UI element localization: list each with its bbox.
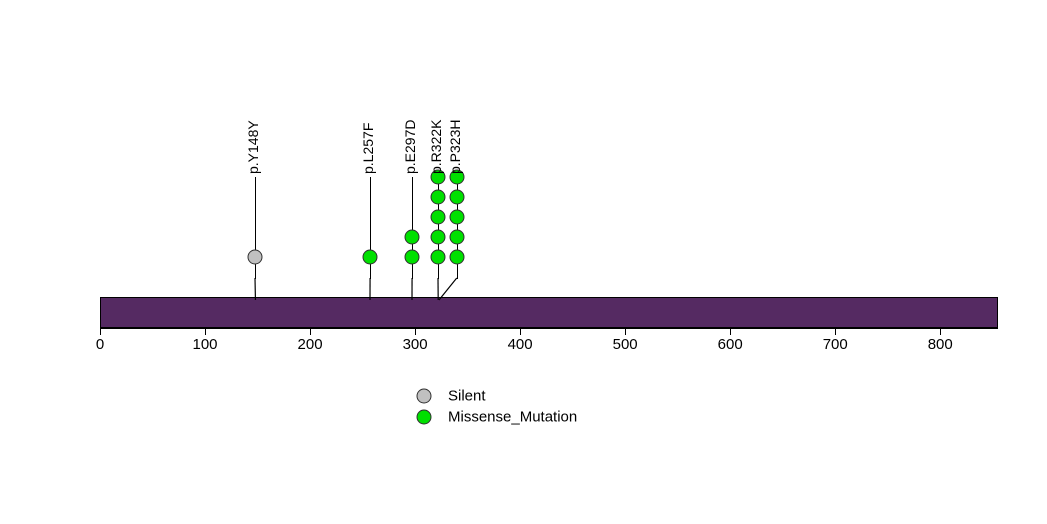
axis-tick	[625, 328, 627, 335]
axis-tick	[730, 328, 732, 335]
mutation-dot[interactable]	[404, 229, 420, 245]
axis-tick	[415, 328, 417, 335]
x-axis-line	[100, 328, 998, 329]
mutation-dot[interactable]	[430, 229, 446, 245]
axis-tick-label: 300	[402, 336, 428, 353]
axis-tick-label: 200	[297, 336, 323, 353]
legend-label: Missense_Mutation	[448, 408, 578, 426]
axis-tick-label: 600	[717, 336, 743, 353]
lollipop-stem	[438, 177, 439, 279]
lollipop-connector	[438, 277, 458, 301]
mutation-dot[interactable]	[430, 189, 446, 205]
lollipop-stem	[457, 177, 458, 279]
axis-tick-label: 800	[927, 336, 953, 353]
lollipop-connector	[254, 277, 257, 301]
mutation-dot[interactable]	[449, 209, 465, 225]
lollipop-connector	[369, 277, 371, 301]
mutation-dot[interactable]	[449, 229, 465, 245]
axis-tick	[940, 328, 942, 335]
mutation-dot[interactable]	[430, 169, 446, 185]
axis-tick-label: 700	[822, 336, 848, 353]
mutation-label: p.L257F	[360, 122, 376, 174]
axis-tick-label: 0	[95, 336, 105, 353]
mutation-dot[interactable]	[449, 169, 465, 185]
mutation-dot[interactable]	[430, 209, 446, 225]
mutation-dot[interactable]	[247, 249, 263, 265]
mutation-dot[interactable]	[430, 249, 446, 265]
mutation-label: p.P323H	[447, 119, 463, 174]
axis-tick	[520, 328, 522, 335]
axis-tick-label: 100	[192, 336, 218, 353]
axis-tick-label: 400	[507, 336, 533, 353]
mutation-dot[interactable]	[404, 249, 420, 265]
mutation-dot[interactable]	[362, 249, 378, 265]
mutation-dot[interactable]	[449, 189, 465, 205]
axis-tick	[835, 328, 837, 335]
axis-tick	[205, 328, 207, 335]
lollipop-stem	[255, 177, 256, 279]
legend-label: Silent	[448, 387, 486, 405]
axis-tick	[310, 328, 312, 335]
mutation-label: p.R322K	[428, 119, 444, 174]
lollipop-stem	[412, 177, 413, 279]
mutation-label: p.Y148Y	[245, 120, 261, 174]
legend-swatch[interactable]	[416, 388, 432, 404]
lollipop-connector	[437, 277, 439, 301]
lollipop-stem	[370, 177, 371, 279]
axis-tick	[100, 328, 101, 335]
legend-swatch[interactable]	[416, 409, 432, 425]
protein-backbone-bar	[100, 297, 998, 328]
mutation-label: p.E297D	[402, 119, 418, 174]
mutation-dot[interactable]	[449, 249, 465, 265]
axis-tick-label: 500	[612, 336, 638, 353]
lollipop-connector	[411, 277, 413, 301]
